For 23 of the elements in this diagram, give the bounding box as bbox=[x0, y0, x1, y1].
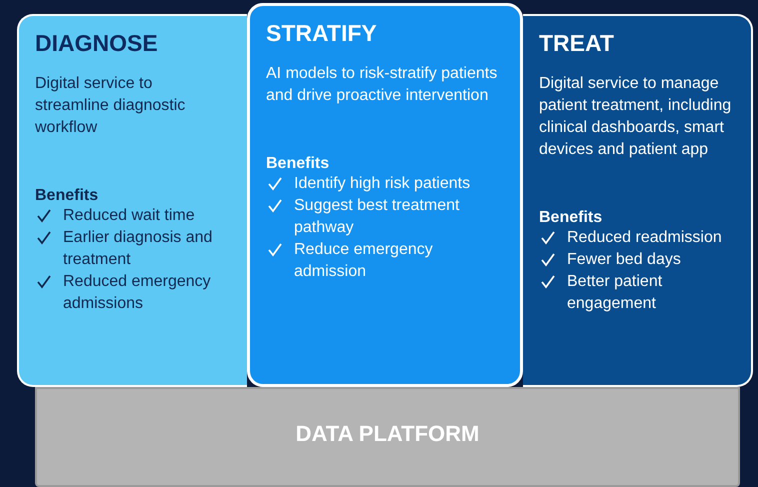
service-card bbox=[247, 3, 523, 387]
benefit-item: Reduced readmission bbox=[567, 229, 722, 246]
benefits-heading: Benefits bbox=[35, 187, 100, 205]
card-heading: TREAT bbox=[539, 30, 615, 57]
benefit-item: Fewer bed days bbox=[567, 251, 681, 268]
benefit-item: Earlier diagnosis and treatment bbox=[63, 229, 212, 268]
card-description: AI models to risk-stratify patients and drive proactive intervention bbox=[266, 64, 498, 106]
benefit-item: Suggest best treatment pathway bbox=[294, 197, 460, 236]
benefit-item: Reduced emergency admissions bbox=[63, 273, 211, 312]
benefit-item: Identify high risk patients bbox=[294, 175, 470, 192]
benefit-item: Better patient engagement bbox=[567, 273, 662, 312]
benefits-heading: Benefits bbox=[539, 209, 604, 227]
card-heading: DIAGNOSE bbox=[35, 30, 159, 57]
benefit-item: Reduce emergency admission bbox=[294, 241, 433, 280]
platform-title: DATA PLATFORM bbox=[296, 421, 480, 447]
benefits-heading: Benefits bbox=[266, 155, 330, 173]
benefit-item: Reduced wait time bbox=[63, 207, 195, 224]
service-card bbox=[523, 14, 753, 387]
platform-band bbox=[35, 387, 740, 487]
card-description: Digital service to manage patient treatment, including clinical dashboards, smart devices and patient app bbox=[539, 74, 732, 160]
card-description: Digital service to streamline diagnostic workflow bbox=[35, 74, 186, 138]
card-heading: STRATIFY bbox=[266, 20, 378, 47]
service-card bbox=[17, 14, 247, 387]
